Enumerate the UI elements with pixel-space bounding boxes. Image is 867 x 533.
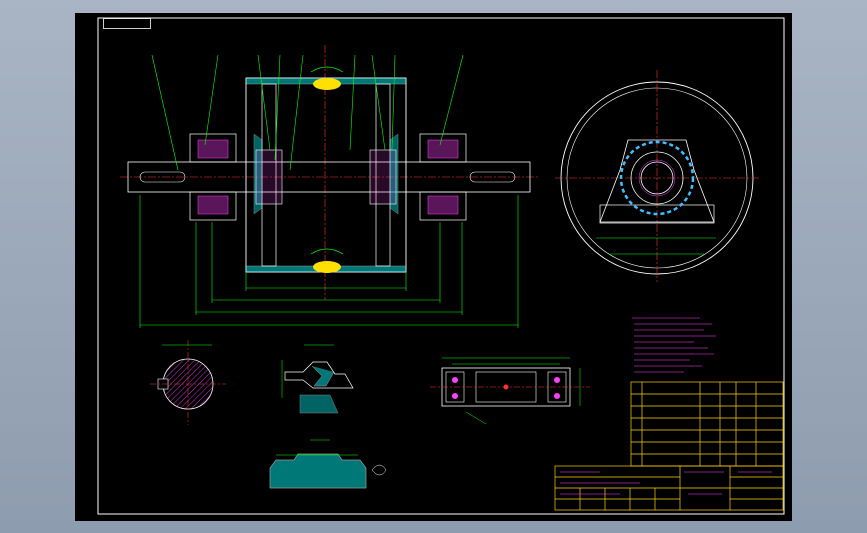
- parts-list: [630, 381, 784, 467]
- keyway-left: [139, 171, 186, 183]
- drawing-sheet: [75, 13, 792, 521]
- bearing-left-top: [197, 139, 229, 159]
- title-block-text-marks: [560, 471, 772, 495]
- bolt-hole-1: [452, 377, 458, 383]
- part-leaders: [151, 54, 464, 171]
- sleeve-right: [369, 149, 397, 205]
- bearing-housing-left-bottom: [189, 191, 237, 221]
- weld-leader-bottom: [310, 248, 344, 255]
- bolt-hole-4: [554, 393, 560, 399]
- main-section-view: [120, 45, 540, 328]
- bearing-housing-right-bottom: [419, 191, 467, 221]
- bearing-ring: [619, 140, 695, 216]
- section-a-view: [150, 340, 226, 425]
- parts-list-frame: [630, 381, 784, 467]
- seat-dimensions: [442, 357, 581, 425]
- sleeve-left: [255, 149, 283, 205]
- weld-mark-top: [313, 78, 341, 90]
- weld-leader-top: [310, 66, 344, 73]
- bolt-hole-3: [554, 377, 560, 383]
- pillow-block-base: [599, 204, 715, 224]
- detail-b-weld: [311, 365, 335, 387]
- technical-notes: [632, 317, 716, 373]
- bearing-bore: [640, 161, 674, 195]
- side-dimensions: [596, 237, 716, 255]
- shaft-outline: [127, 161, 531, 193]
- detail-c-view: [269, 439, 387, 489]
- bearing-housing-left-top: [189, 133, 237, 163]
- bearing-left-bottom: [197, 195, 229, 215]
- bolt-hole-2: [452, 393, 458, 399]
- lagging-section: [269, 453, 367, 489]
- detail-b-view: [281, 344, 354, 414]
- title-block: [554, 465, 784, 511]
- bearing-right-bottom: [427, 195, 459, 215]
- dimension-lines: [139, 195, 519, 328]
- keyway-right: [469, 171, 516, 183]
- sheet-border: [97, 17, 785, 515]
- weld-mark-bottom: [313, 261, 341, 273]
- detail-b-plate: [299, 394, 339, 414]
- detail-b-profile: [284, 361, 354, 389]
- bearing-bore-outer: [630, 151, 684, 205]
- bearing-seat-top-view: [430, 357, 590, 425]
- bearing-right-top: [427, 139, 459, 159]
- detail-c-symbol: [371, 464, 387, 476]
- side-view: [555, 70, 760, 282]
- shaft-circle: [638, 159, 676, 197]
